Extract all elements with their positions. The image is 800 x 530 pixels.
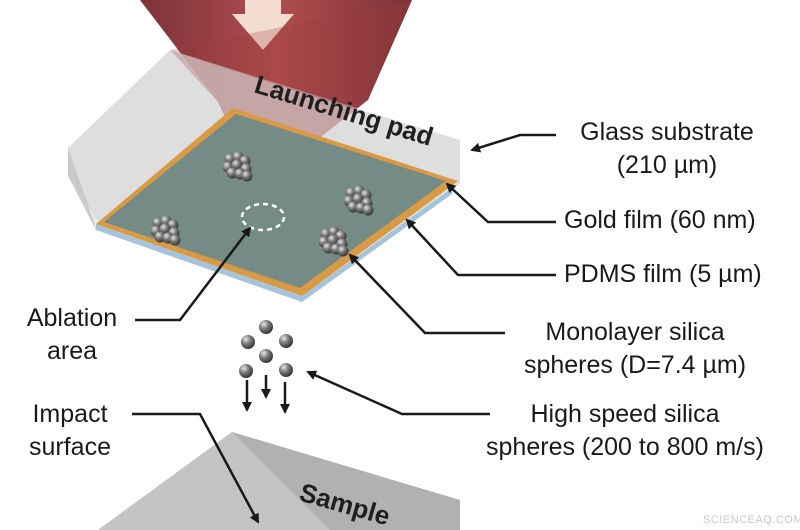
watermark: SCIENCEAQ.COM xyxy=(703,514,800,526)
silica-sphere xyxy=(226,167,238,179)
silica-sphere xyxy=(327,234,339,246)
sample-block xyxy=(98,432,460,530)
gold-film-leader xyxy=(445,182,556,224)
high-speed-spheres-leader xyxy=(306,370,490,416)
monolayer-spheres-leader xyxy=(348,253,505,335)
flying-sphere xyxy=(241,335,255,349)
film-surface xyxy=(104,114,446,288)
glass-substrate-leader xyxy=(470,133,556,153)
high-speed-spheres-label: High speed silica spheres (200 to 800 m/… xyxy=(486,400,764,461)
laser-beam-in-glass xyxy=(170,0,412,186)
flying-sphere xyxy=(259,349,273,363)
pdms-film-label: PDMS film (5 µm) xyxy=(564,260,762,288)
high-speed-spheres xyxy=(239,320,293,378)
silica-sphere xyxy=(154,231,166,243)
flying-sphere xyxy=(259,320,273,334)
gold-film-label: Gold film (60 nm) xyxy=(564,206,756,234)
impact-surface-leader xyxy=(132,412,260,524)
ablation-area-label: Ablation area xyxy=(26,304,118,365)
pdms-film-leader xyxy=(405,218,556,277)
velocity-arrows xyxy=(242,375,290,414)
sphere-cluster xyxy=(150,215,181,246)
silica-sphere xyxy=(337,245,349,257)
flying-sphere xyxy=(279,363,293,377)
beam-direction-arrow xyxy=(232,0,294,50)
sphere-cluster xyxy=(343,185,374,216)
ablation-area-leader xyxy=(135,226,252,322)
silica-sphere xyxy=(352,193,364,205)
silica-sphere xyxy=(347,201,359,213)
silica-sphere xyxy=(169,234,181,246)
silica-sphere xyxy=(322,242,334,254)
silica-sphere xyxy=(231,159,243,171)
flying-sphere xyxy=(239,364,253,378)
sphere-cluster xyxy=(318,226,349,257)
flying-sphere xyxy=(279,334,293,348)
silica-sphere xyxy=(241,170,253,182)
silica-sphere xyxy=(362,204,374,216)
ablation-area-marker xyxy=(240,202,286,232)
monolayer-sphere-clusters xyxy=(150,151,374,257)
monolayer-spheres-label: Monolayer silica spheres (D=7.4 µm) xyxy=(523,318,747,379)
glass-substrate-label: Glass substrate (210 µm) xyxy=(580,118,754,179)
impact-surface-label: Impact surface xyxy=(29,400,111,461)
silica-sphere xyxy=(159,223,171,235)
sphere-cluster xyxy=(222,151,253,182)
